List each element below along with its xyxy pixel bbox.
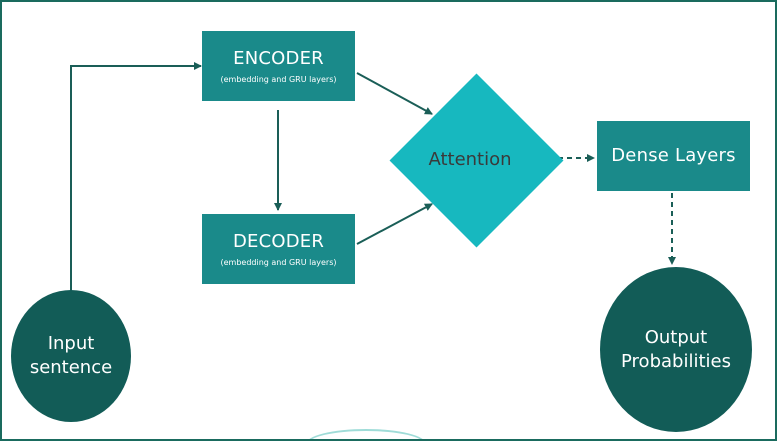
decoder-node: DECODER (embedding and GRU layers) <box>202 214 355 284</box>
dense-layers-node: Dense Layers <box>597 121 750 191</box>
decoder-subtitle: (embedding and GRU layers) <box>220 257 337 267</box>
input-sentence-label: Input sentence <box>29 333 113 378</box>
output-probabilities-label: Output Probabilities <box>621 326 731 372</box>
input-sentence-node: Input sentence <box>11 290 131 422</box>
attention-label: Attention <box>428 149 512 170</box>
decoder-title: DECODER <box>232 230 325 252</box>
edge-decoder-to-attention <box>356 203 433 245</box>
edge-input-to-encoder <box>70 62 202 294</box>
encoder-node: ENCODER (embedding and GRU layers) <box>202 31 355 101</box>
encoder-title: ENCODER <box>233 47 324 69</box>
dense-layers-label: Dense Layers <box>611 145 736 166</box>
encoder-subtitle: (embedding and GRU layers) <box>220 74 337 84</box>
edge-encoder-to-attention <box>356 72 433 115</box>
output-probabilities-node: Output Probabilities <box>600 267 752 432</box>
